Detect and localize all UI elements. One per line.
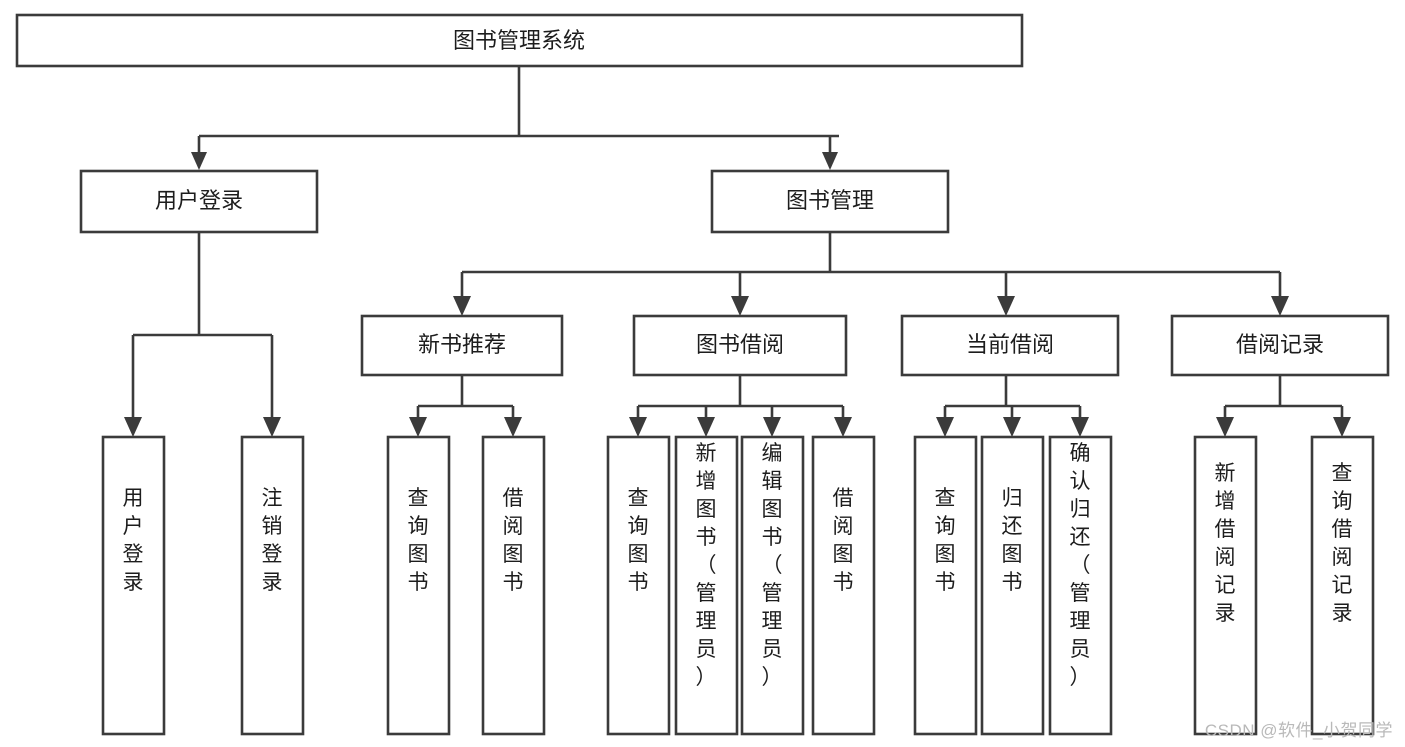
node-user-login-label: 用户登录 [155, 188, 243, 213]
node-leaf-logout-label: 注销登录 [262, 487, 283, 594]
node-leaf-query-book-borrow[interactable]: 查询图书 [606, 435, 671, 736]
node-leaf-logout[interactable]: 注销登录 [240, 435, 305, 736]
arrow-to-book-manage-icon [822, 152, 838, 170]
node-leaf-query-borrow-record-box[interactable] [1310, 435, 1375, 736]
node-leaf-user-login-box[interactable] [101, 435, 166, 736]
connectors-borrow-records-to-leaves [1216, 375, 1351, 437]
node-leaf-edit-book-label: 编辑图书（管理员） [762, 442, 783, 689]
node-borrow-records-box[interactable] [1170, 314, 1390, 377]
node-book-management[interactable]: 图书管理 [710, 169, 950, 234]
connectors-new-book-to-leaves [409, 375, 522, 437]
node-leaf-add-book-box[interactable] [674, 435, 739, 736]
node-leaf-user-login[interactable]: 用户登录 [101, 435, 166, 736]
arrow-user-login-right-icon [263, 417, 281, 437]
node-borrow-records-label: 借阅记录 [1236, 332, 1324, 357]
node-leaf-return-book-box[interactable] [980, 435, 1045, 736]
node-leaf-confirm-return-box[interactable] [1048, 435, 1113, 736]
arrow-to-user-login-icon [191, 152, 207, 170]
node-book-borrow[interactable]: 图书借阅 [632, 314, 848, 377]
node-leaf-query-borrow-record-label: 查询借阅记录 [1332, 462, 1353, 625]
arrow-current-borrow-2-icon [1003, 417, 1021, 437]
arrow-to-borrow-records-icon [1271, 296, 1289, 316]
arrow-book-borrow-4-icon [834, 417, 852, 437]
node-leaf-borrow-book-recommend-label: 借阅图书 [503, 487, 524, 594]
arrow-to-current-borrow-icon [997, 296, 1015, 316]
connectors-book-manage-to-level3 [453, 232, 1289, 316]
connectors-book-borrow-to-leaves [629, 375, 852, 437]
node-leaf-add-borrow-record[interactable]: 新增借阅记录 [1193, 435, 1258, 736]
node-leaf-add-borrow-record-box[interactable] [1193, 435, 1258, 736]
node-leaf-confirm-return[interactable]: 确认归还（管理员） [1048, 435, 1113, 736]
arrow-book-borrow-1-icon [629, 417, 647, 437]
connectors-current-borrow-to-leaves [936, 375, 1089, 437]
node-root-box[interactable] [15, 13, 1024, 68]
node-user-login-box[interactable] [79, 169, 319, 234]
node-root-book-management-system[interactable]: 图书管理系统 [15, 13, 1024, 68]
node-leaf-return-book[interactable]: 归还图书 [980, 435, 1045, 736]
node-book-borrow-box[interactable] [632, 314, 848, 377]
node-leaf-borrow-book[interactable]: 借阅图书 [811, 435, 876, 736]
node-new-book-recommend-box[interactable] [360, 314, 564, 377]
node-leaf-logout-box[interactable] [240, 435, 305, 736]
node-leaf-query-book-current-box[interactable] [913, 435, 978, 736]
node-leaf-query-book-borrow-label: 查询图书 [628, 487, 649, 594]
arrow-to-book-borrow-icon [731, 296, 749, 316]
arrow-new-book-right-icon [504, 417, 522, 437]
node-leaf-add-book-label: 新增图书（管理员） [696, 442, 717, 689]
node-leaf-edit-book-box[interactable] [740, 435, 805, 736]
node-leaf-query-book-recommend-label: 查询图书 [408, 487, 429, 594]
arrow-borrow-records-left-icon [1216, 417, 1234, 437]
node-current-borrow-label: 当前借阅 [966, 332, 1054, 357]
node-leaf-borrow-book-recommend[interactable]: 借阅图书 [481, 435, 546, 736]
node-leaf-query-book-current[interactable]: 查询图书 [913, 435, 978, 736]
node-book-management-label: 图书管理 [786, 188, 874, 213]
csdn-watermark: CSDN @软件_小贺同学 [1204, 721, 1393, 740]
node-leaf-user-login-label: 用户登录 [123, 487, 144, 594]
node-leaf-borrow-book-box[interactable] [811, 435, 876, 736]
node-borrow-records[interactable]: 借阅记录 [1170, 314, 1390, 377]
node-leaf-borrow-book-label: 借阅图书 [833, 487, 854, 594]
node-book-management-box[interactable] [710, 169, 950, 234]
node-leaf-query-book-recommend[interactable]: 查询图书 [386, 435, 451, 736]
arrow-book-borrow-2-icon [697, 417, 715, 437]
node-leaf-query-borrow-record[interactable]: 查询借阅记录 [1310, 435, 1375, 736]
arrow-borrow-records-right-icon [1333, 417, 1351, 437]
node-leaf-return-book-label: 归还图书 [1002, 487, 1023, 594]
node-leaf-add-book[interactable]: 新增图书（管理员） [674, 435, 739, 736]
connectors-root-to-level2 [191, 66, 839, 170]
node-user-login[interactable]: 用户登录 [79, 169, 319, 234]
node-leaf-add-borrow-record-label: 新增借阅记录 [1215, 462, 1236, 625]
arrow-new-book-left-icon [409, 417, 427, 437]
node-leaf-edit-book[interactable]: 编辑图书（管理员） [740, 435, 805, 736]
arrow-book-borrow-3-icon [763, 417, 781, 437]
arrow-current-borrow-3-icon [1071, 417, 1089, 437]
node-leaf-confirm-return-label: 确认归还（管理员） [1070, 442, 1091, 689]
arrow-user-login-left-icon [124, 417, 142, 437]
connectors-user-login-to-leaves [124, 232, 281, 437]
node-book-borrow-label: 图书借阅 [696, 332, 784, 357]
node-leaf-query-book-current-label: 查询图书 [935, 487, 956, 594]
arrow-current-borrow-1-icon [936, 417, 954, 437]
node-leaf-borrow-book-recommend-box[interactable] [481, 435, 546, 736]
arrow-to-new-book-icon [453, 296, 471, 316]
node-root-label: 图书管理系统 [453, 28, 585, 53]
node-leaf-query-book-borrow-box[interactable] [606, 435, 671, 736]
node-current-borrow-box[interactable] [900, 314, 1120, 377]
node-leaf-query-book-recommend-box[interactable] [386, 435, 451, 736]
node-new-book-recommend[interactable]: 新书推荐 [360, 314, 564, 377]
node-current-borrow[interactable]: 当前借阅 [900, 314, 1120, 377]
node-new-book-recommend-label: 新书推荐 [418, 332, 506, 357]
